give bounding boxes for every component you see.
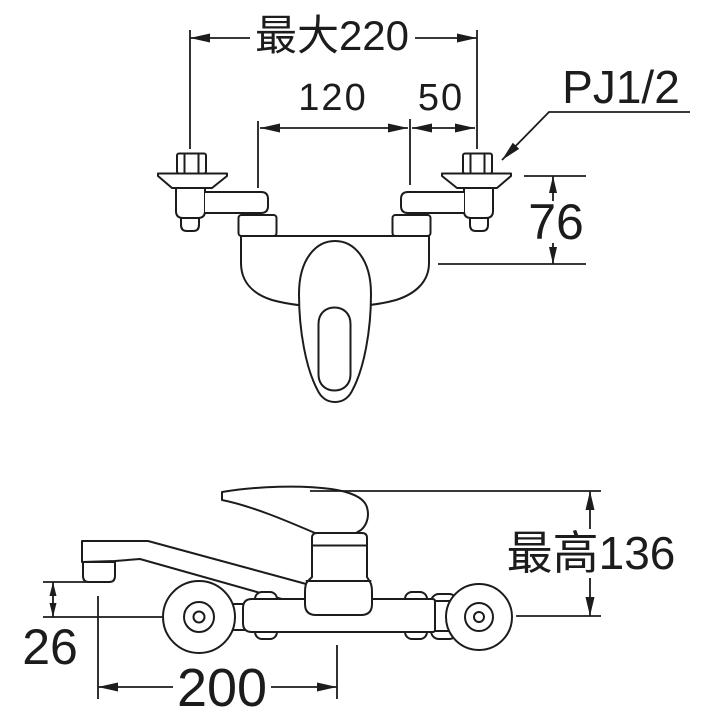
arrow-up-icon	[549, 176, 557, 193]
arrow-down-icon	[49, 603, 57, 617]
side-dimensions: 最高136 26 200	[22, 490, 676, 713]
dim-eccentric-offset-label: 50	[418, 77, 464, 119]
dim-spout-reach-lines	[97, 596, 338, 699]
dim-max-width-lines	[189, 30, 478, 149]
cartridge-neck-lines	[305, 544, 372, 582]
leg-pipe-tip	[180, 217, 200, 232]
thread-label: PJ1/2	[562, 61, 680, 113]
dim-spacing-lines	[257, 119, 475, 188]
dim-max-height-lines	[310, 490, 601, 617]
arrow-up-icon	[49, 582, 57, 596]
dim-body-drop-lines	[438, 175, 586, 265]
arrow-right-icon	[388, 123, 408, 133]
wall-flange-left	[162, 580, 236, 654]
cartridge-neck	[304, 532, 373, 616]
arrow-down-icon	[549, 247, 557, 264]
dim-spout-drop-lines	[43, 581, 162, 618]
thread-leader-line	[501, 111, 690, 161]
arrow-right-icon	[457, 33, 477, 43]
arrow-right-icon	[455, 123, 475, 133]
arrow-down-left-icon	[502, 142, 520, 160]
dim-max-height-label: 最高136	[507, 527, 676, 579]
leg-connection-nut	[237, 214, 278, 237]
arrow-down-icon	[585, 597, 595, 616]
handle-front-grip-hole	[317, 306, 352, 392]
front-view	[157, 152, 512, 403]
side-view	[81, 485, 513, 654]
arrow-left-icon	[412, 123, 432, 133]
dim-spout-drop-label: 26	[22, 619, 78, 675]
dim-body-drop-label: 76	[528, 194, 584, 250]
dim-spout-reach-label: 200	[177, 658, 267, 713]
mounting-leg	[157, 152, 278, 237]
arrow-left-icon	[260, 123, 280, 133]
leg-pipe	[175, 187, 206, 219]
wall-flange-right	[445, 583, 513, 651]
leg-flange	[157, 172, 228, 189]
leg-nut	[176, 152, 207, 175]
spout-nozzle	[82, 561, 116, 583]
dim-center-spacing-label: 120	[298, 77, 367, 119]
arrow-left-icon	[190, 33, 210, 43]
arrow-right-icon	[317, 682, 337, 692]
leg-nut-facets	[183, 153, 200, 174]
dim-max-width-label: 最大220	[255, 12, 409, 59]
arrow-left-icon	[98, 682, 118, 692]
handle-side	[221, 485, 369, 534]
front-dimensions: 最大220 120 50 76 PJ1/2	[189, 12, 690, 265]
arrow-up-icon	[585, 491, 595, 510]
leg-arm	[204, 191, 269, 214]
